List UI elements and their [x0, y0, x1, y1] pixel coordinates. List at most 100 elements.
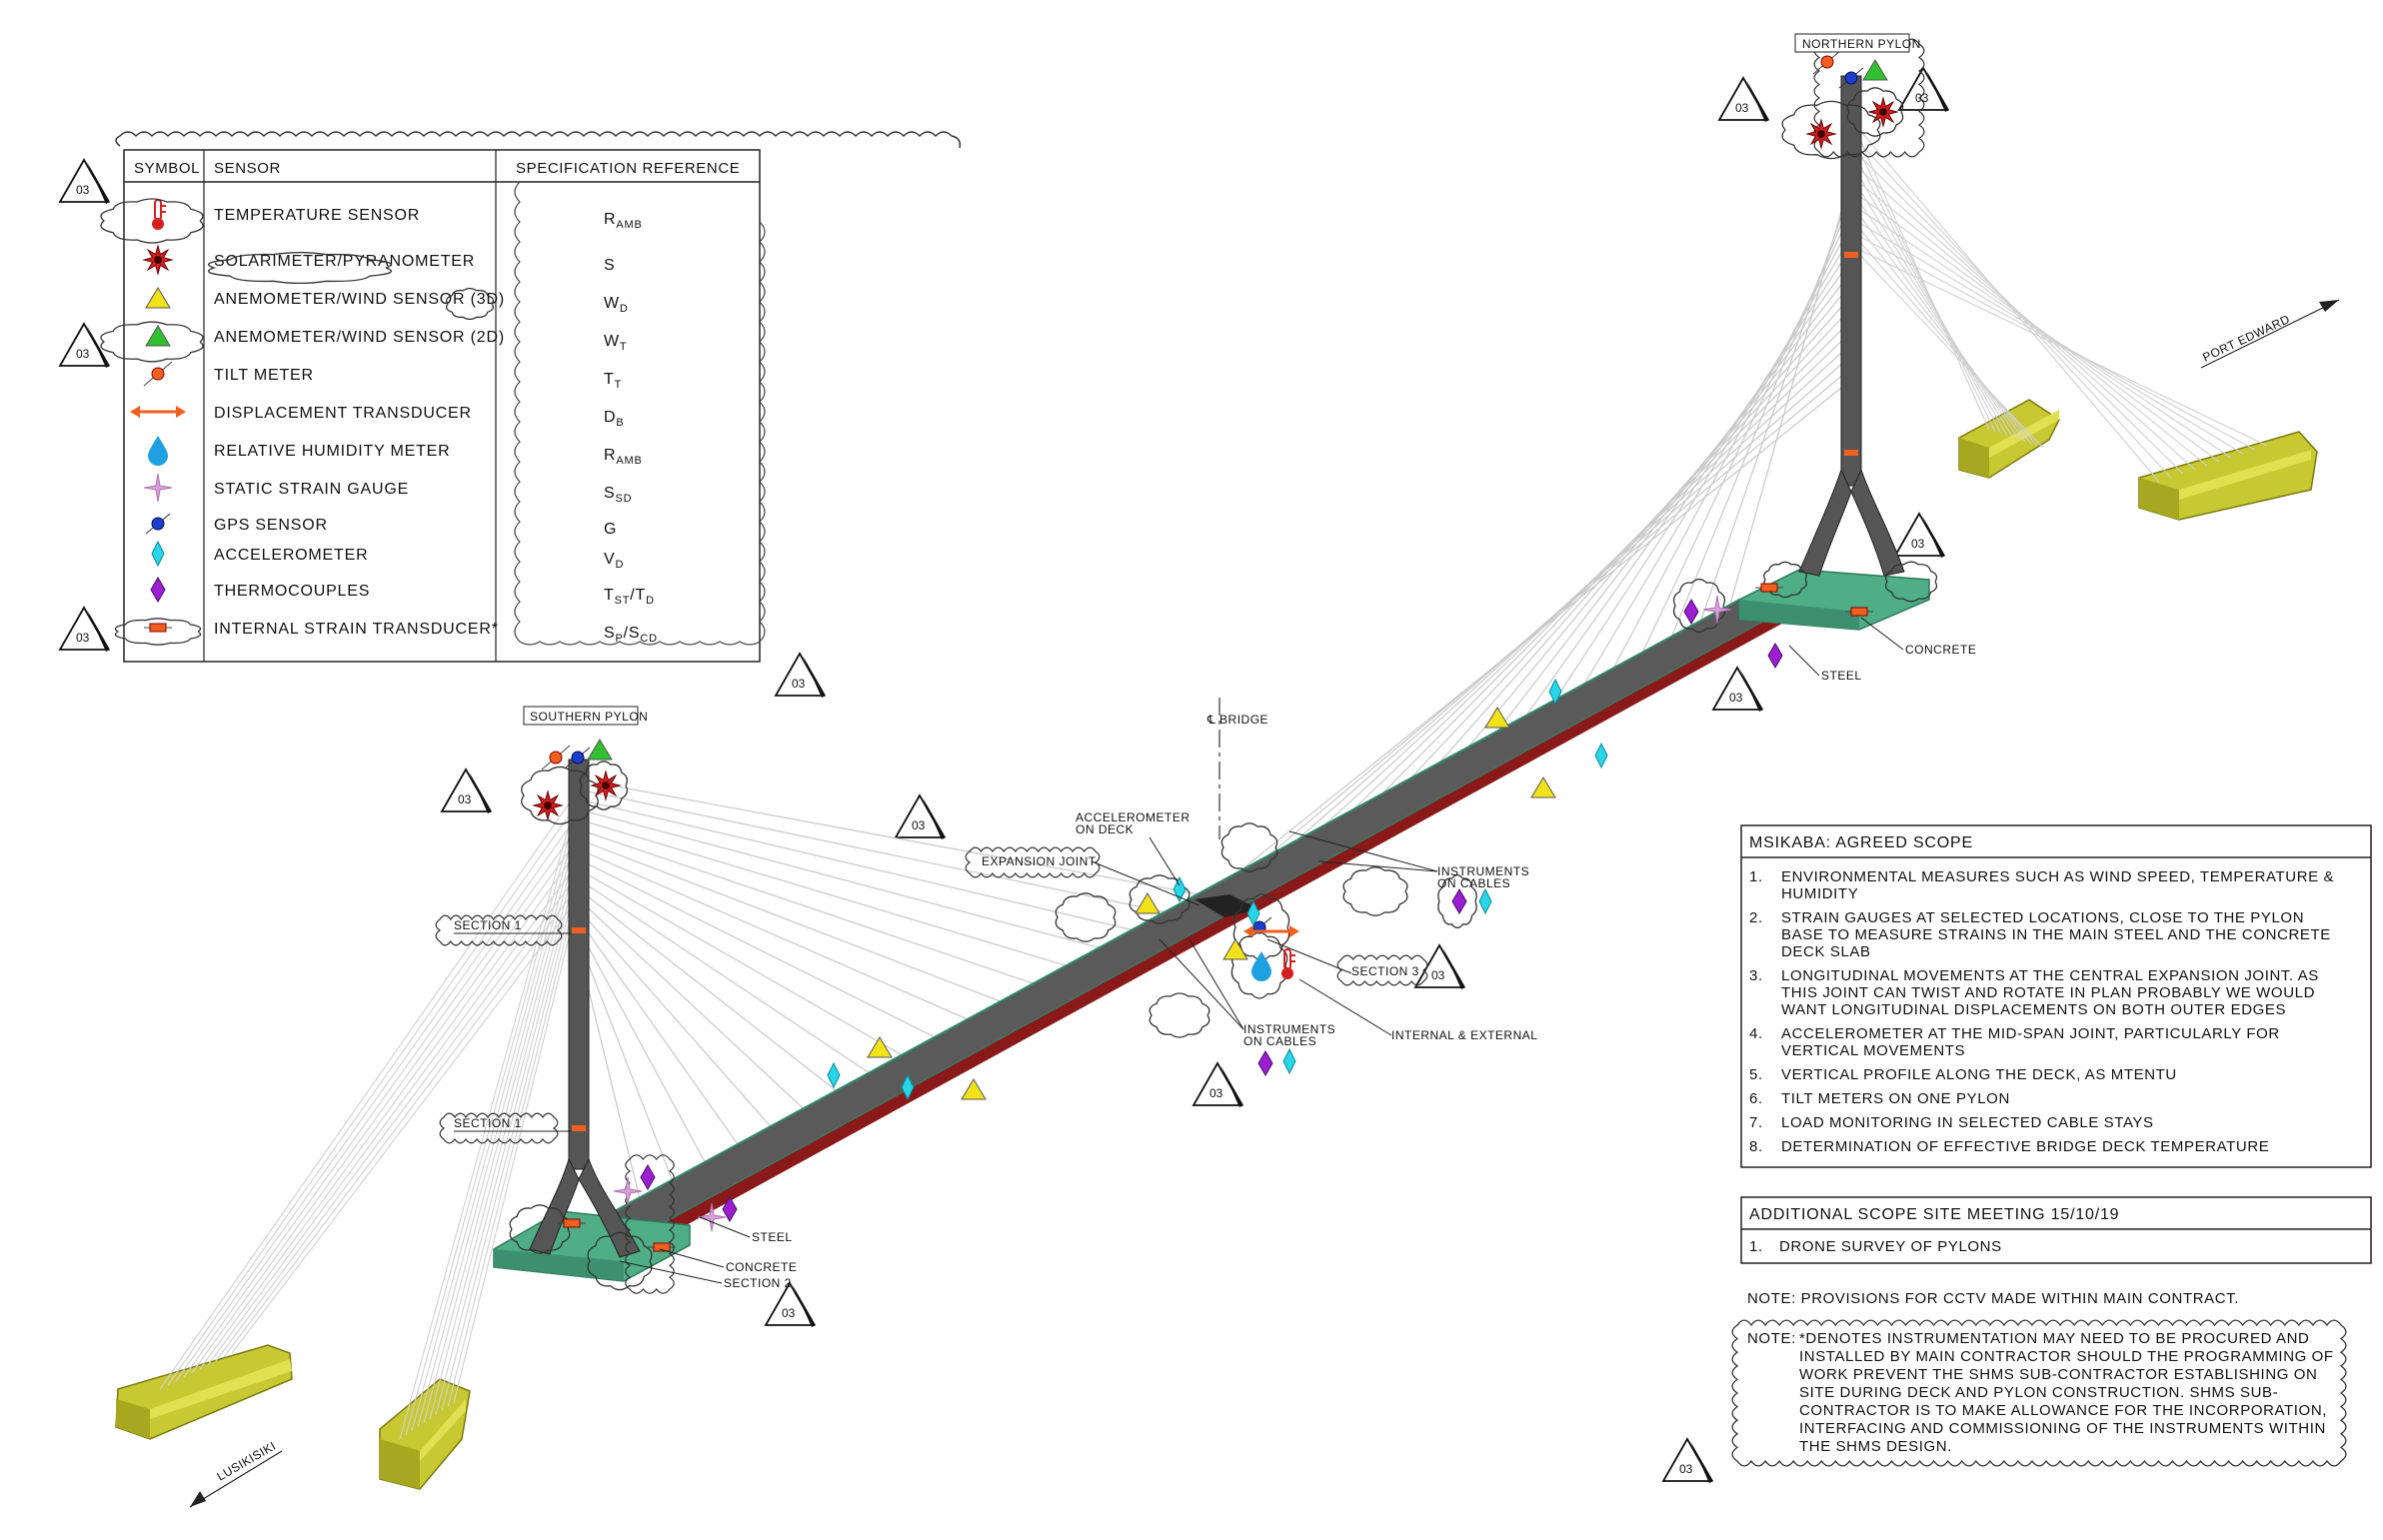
marker-3-anemometer-2d-icon — [587, 739, 613, 761]
scope-item-2-line-2: BASE TO MEASURE STRAINS IN THE MAIN STEE… — [1781, 926, 2331, 943]
legend-row-6-displacement-icon — [130, 406, 186, 418]
marker-22-temperature-icon — [1281, 948, 1295, 979]
scope-item-5-line-1: VERTICAL PROFILE ALONG THE DECK, AS MTEN… — [1781, 1066, 2177, 1083]
marker-34-thermocouple-icon — [722, 1196, 738, 1222]
revision-cloud-14 — [1342, 866, 1408, 916]
legend-row-2-spec: S — [604, 257, 615, 274]
revision-tag-2: 03 — [58, 322, 110, 368]
scope-item-6-number: 6. — [1749, 1090, 1763, 1107]
marker-30-anemometer-3d-icon — [961, 1078, 987, 1100]
marker-37-thermocouple-icon — [1683, 599, 1699, 625]
marker-28-accelerometer-icon — [827, 1061, 841, 1089]
marker-4-solarimeter-icon — [532, 789, 564, 821]
marker-2-gps-icon — [565, 747, 591, 769]
legend-row-10-sensor: ACCELEROMETER — [214, 547, 368, 564]
revision-cloud-1 — [100, 198, 204, 244]
revision-cloud-20 — [509, 1204, 571, 1254]
scope-item-3-line-1: LONGITUDINAL MOVEMENTS AT THE CENTRAL EX… — [1781, 967, 2319, 984]
svg-text:03: 03 — [76, 631, 90, 645]
agreed-scope-title: MSIKABA: AGREED SCOPE — [1749, 834, 1973, 851]
scope-item-2-line-3: DECK SLAB — [1781, 943, 1871, 960]
expansion-joint-label: EXPANSION JOINT — [982, 854, 1097, 868]
revision-tag-3: 03 — [58, 606, 110, 652]
scope-item-8-line-1: DETERMINATION OF EFFECTIVE BRIDGE DECK T… — [1781, 1138, 2269, 1155]
revision-cloud-5 — [114, 618, 202, 646]
revision-tag-11: 03 — [1711, 666, 1763, 712]
additional-item-text: DRONE SURVEY OF PYLONS — [1779, 1238, 2002, 1255]
agreed-scope-panel: MSIKABA: AGREED SCOPE 1.ENVIRONMENTAL ME… — [1740, 824, 2372, 1168]
marker-21-humidity-icon — [1251, 951, 1271, 981]
svg-text:03: 03 — [782, 1306, 796, 1320]
note-line-3: WORK PREVENT THE SHMS SUB-CONTRACTOR EST… — [1799, 1366, 2318, 1383]
internal-strain-south-1 — [572, 927, 586, 933]
legend-row-3-anemometer-3d-icon — [145, 287, 171, 309]
legend-row-7-humidity-icon — [148, 436, 168, 466]
section-1b-cloud — [439, 1112, 559, 1144]
note-line-5: CONTRACTOR IS TO MAKE ALLOWANCE FOR THE … — [1799, 1402, 2327, 1419]
revision-cloud-4 — [100, 321, 204, 363]
marker-14-anemometer-3d-icon — [1530, 776, 1556, 798]
sensor-legend: SYMBOL SENSOR SPECIFICATION REFERENCE TE… — [115, 131, 962, 663]
legend-row-8-strain-gauge-icon — [143, 473, 173, 503]
scope-item-4-line-1: ACCELEROMETER AT THE MID-SPAN JOINT, PAR… — [1781, 1025, 2280, 1042]
legend-rows: TEMPERATURE SENSOR RAMB SOLARIMETER/PYRANO… — [130, 199, 657, 645]
svg-text:03: 03 — [1911, 537, 1925, 551]
revision-cloud-21 — [587, 1231, 653, 1291]
legend-row-2-sensor: SOLARIMETER/PYRANOMETER — [214, 253, 475, 270]
section-1a-label: SECTION 1 — [454, 918, 522, 932]
legend-row-4-anemometer-2d-icon — [145, 325, 171, 347]
note-line-6: INTERFACING AND COMMISSIONING OF THE INS… — [1799, 1420, 2326, 1437]
svg-text:03: 03 — [912, 818, 926, 832]
lusikisiki-label: LUSIKISIKI — [215, 1439, 279, 1484]
marker-7-gps-icon — [1838, 67, 1864, 89]
marker-39-thermocouple-icon — [1767, 643, 1783, 669]
revision-tag-7: 03 — [440, 768, 492, 813]
section-2-label: SECTION 2 — [724, 1276, 792, 1290]
marker-26-accelerometer-icon — [1282, 1047, 1296, 1075]
legend-row-5-spec: TT — [604, 371, 622, 391]
marker-27-anemometer-3d-icon — [867, 1036, 893, 1058]
internal-strain-north-1 — [1844, 252, 1858, 258]
internal-external-label: INTERNAL & EXTERNAL — [1391, 1028, 1537, 1042]
revision-cloud-17 — [1230, 931, 1288, 999]
section-3-cloud — [1336, 954, 1428, 986]
legend-row-12-internal-strain-icon — [144, 623, 172, 633]
revision-cloud-19 — [1884, 561, 1938, 603]
svg-text:03: 03 — [76, 347, 90, 361]
legend-row-1-sensor: TEMPERATURE SENSOR — [214, 207, 420, 224]
scope-item-4-number: 4. — [1749, 1025, 1763, 1042]
drawing-labels: NORTHERN PYLON SOUTHERN PYLON PORT EDWAR… — [189, 33, 2340, 1508]
legend-row-8-spec: SSD — [604, 485, 632, 505]
accel-on-deck-label-2: ON DECK — [1076, 822, 1134, 836]
revision-tag-6: 03 — [894, 793, 946, 839]
accel-on-deck-label-1: ACCELEROMETER — [1076, 810, 1191, 824]
revision-cloud-3 — [445, 287, 495, 321]
legend-row-11-thermocouple-icon — [150, 577, 166, 603]
revision-clouds — [100, 38, 1938, 1294]
legend-row-12-sensor: INTERNAL STRAIN TRANSDUCER* — [214, 621, 499, 638]
additional-item-number: 1. — [1749, 1238, 1763, 1255]
abutment-south-right — [379, 1378, 471, 1490]
revision-cloud-16 — [1232, 893, 1290, 961]
legend-row-11-spec: TST/TD — [604, 587, 655, 607]
marker-41-internal-strain-icon — [1845, 607, 1873, 617]
legend-row-1-spec: RAMB — [604, 211, 643, 231]
bridge-deck — [597, 598, 1793, 1245]
south-base-cloud — [625, 1154, 675, 1294]
abutment-north-right — [2138, 431, 2318, 521]
revision-tag-5: 03 — [1717, 76, 1769, 122]
legend-header-sensor: SENSOR — [214, 160, 281, 177]
revision-cloud-10 — [1129, 874, 1191, 924]
revision-tag-1: 03 — [58, 158, 110, 204]
marker-16-accelerometer-icon — [1173, 875, 1187, 903]
marker-32-thermocouple-icon — [640, 1164, 656, 1190]
marker-24-accelerometer-icon — [1478, 887, 1492, 915]
scope-item-1-number: 1. — [1749, 868, 1763, 885]
expansion-joint-mark — [1194, 894, 1259, 917]
revision-cloud-13 — [1220, 822, 1278, 872]
legend-row-11-sensor: THERMOCOUPLES — [214, 583, 370, 600]
section-1a-cloud — [435, 914, 563, 946]
scope-item-4-line-2: VERTICAL MOVEMENTS — [1781, 1042, 1965, 1059]
marker-13-accelerometer-icon — [1594, 742, 1608, 770]
